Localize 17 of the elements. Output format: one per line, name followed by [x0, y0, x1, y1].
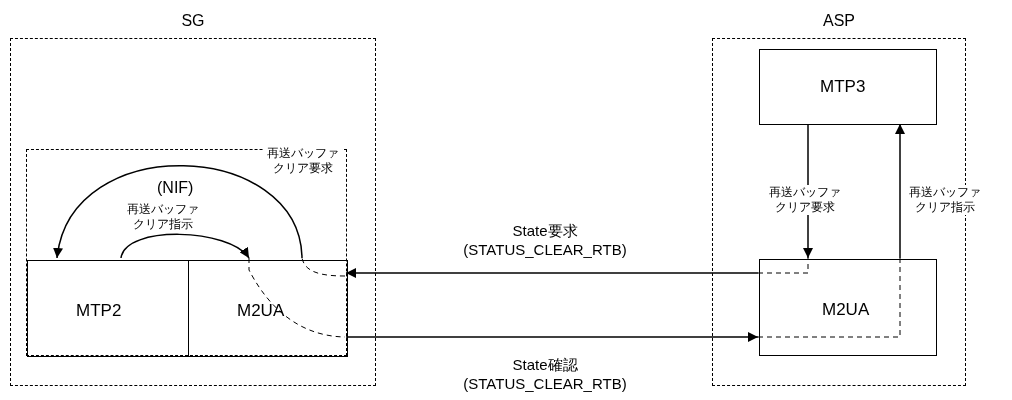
box-label: M2UA [822, 299, 870, 321]
layer-box [759, 259, 937, 356]
arrow [345, 332, 759, 342]
box-label: M2UA [237, 300, 285, 322]
arrow [54, 165, 303, 259]
layer-box [188, 260, 348, 357]
layer-box [27, 260, 189, 357]
box-label: MTP3 [820, 76, 866, 98]
edge-label: 再送バッファクリア要求 [264, 146, 342, 176]
box-label: MTP2 [76, 300, 122, 322]
group-title: ASP [822, 11, 856, 31]
arrow [345, 268, 759, 278]
layer-box [759, 49, 937, 125]
arrow [895, 123, 905, 259]
box-label: (NIF) [157, 178, 194, 198]
arrow [120, 233, 250, 259]
group-title: SG [180, 11, 206, 31]
